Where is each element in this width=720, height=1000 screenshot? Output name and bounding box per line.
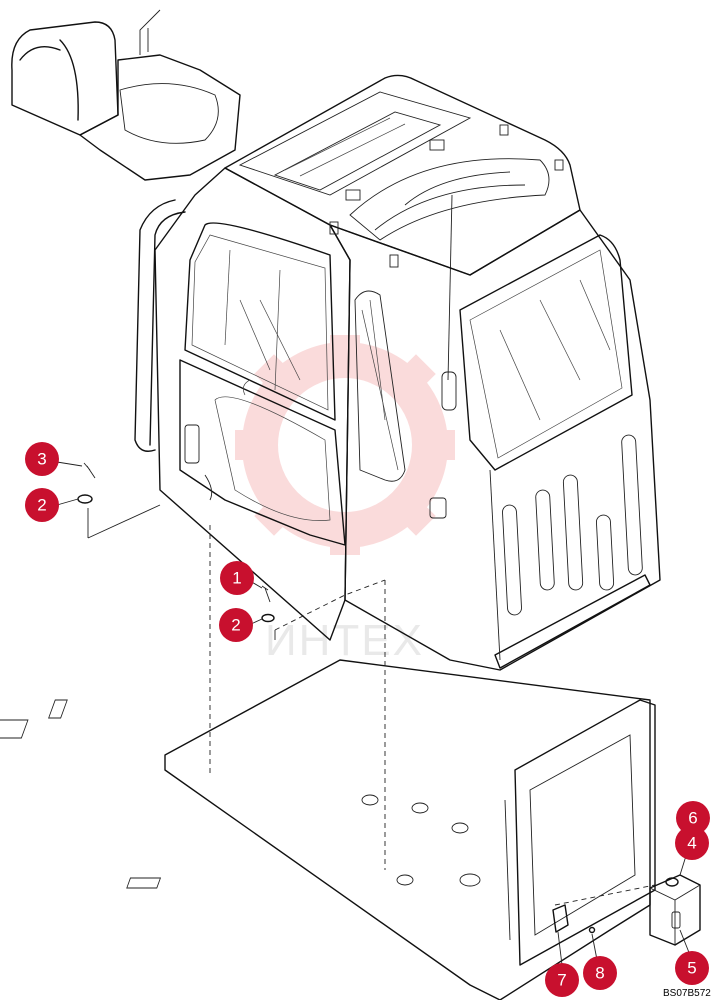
control-box-part [649,874,701,946]
fastener-washer-2a [77,494,93,504]
svg-text:5: 5 [687,959,696,978]
svg-text:3: 3 [37,450,46,469]
svg-text:2: 2 [37,496,46,515]
cab-floor-plate [0,659,656,1000]
fastener-bolt-1 [261,585,271,603]
fastener-bolt-3 [83,462,96,479]
callout-3[interactable]: 3 [25,442,59,476]
callout-2-lower[interactable]: 2 [219,608,253,642]
assembly-guide-lines [87,504,656,906]
callout-4[interactable]: 4 [675,826,709,860]
callout-5[interactable]: 5 [675,951,709,985]
svg-text:6: 6 [688,809,697,828]
cab-assembly [134,74,661,671]
watermark-gear-logo [235,335,455,555]
callout-2[interactable]: 2 [25,488,59,522]
callout-1[interactable]: 1 [220,561,254,595]
screw-part-8 [588,926,596,934]
svg-text:2: 2 [231,616,240,635]
operator-seat [11,9,241,181]
svg-text:8: 8 [595,964,604,983]
watermark-text: ИНТЕХ [265,616,424,665]
svg-text:4: 4 [687,834,696,853]
callout-7[interactable]: 7 [545,963,579,997]
svg-text:7: 7 [557,971,566,990]
callout-8[interactable]: 8 [583,956,617,990]
svg-text:1: 1 [232,569,241,588]
fastener-washer-2b [261,613,275,623]
bracket-part-7 [552,904,569,933]
drawing-code: BS07B572 [663,988,711,999]
callout-6[interactable]: 6 [676,801,710,835]
